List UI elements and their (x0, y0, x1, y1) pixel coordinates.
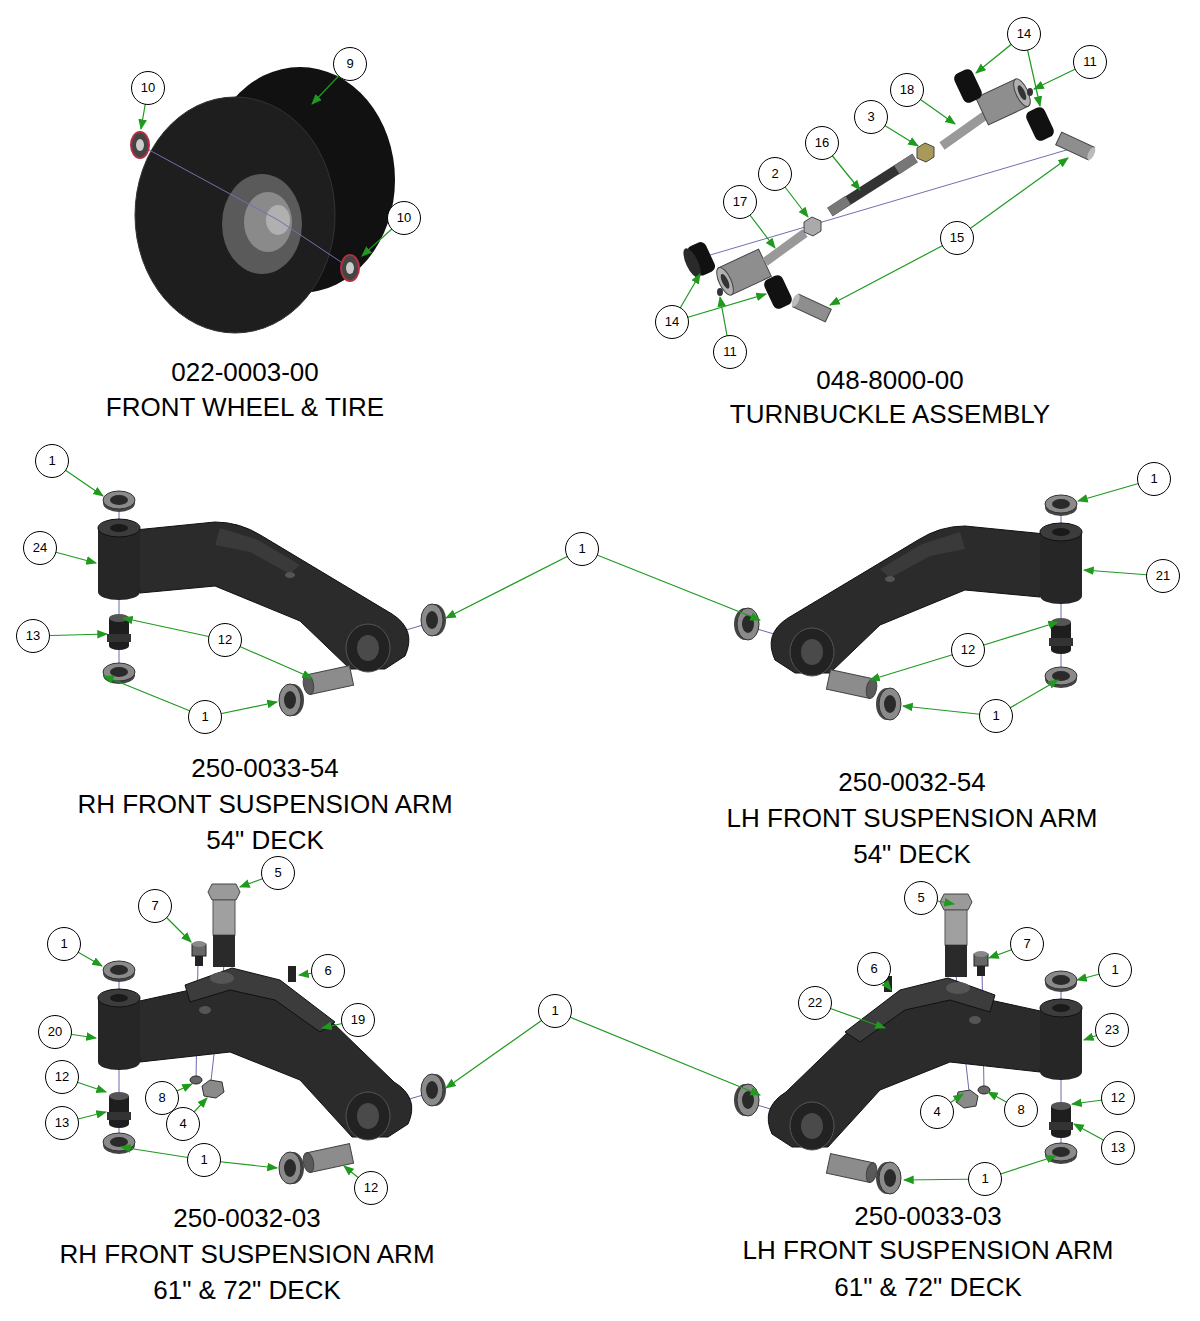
callout-number: 1 (979, 699, 1013, 733)
callout-number: 15 (940, 221, 974, 255)
callout-number: 22 (798, 986, 832, 1020)
callout-number: 1 (187, 1143, 221, 1177)
callout-number: 20 (38, 1015, 72, 1049)
callout-number: 3 (854, 100, 888, 134)
callout-number: 24 (23, 531, 57, 565)
arm-illustration (98, 491, 1082, 1194)
part-title: 250-0032-03 (171, 1203, 322, 1233)
callout-number: 14 (1007, 17, 1041, 51)
callout-number: 16 (805, 126, 839, 160)
part-title: 61" & 72" DECK (832, 1272, 1024, 1302)
callout-number: 5 (904, 881, 938, 915)
callout-number: 6 (857, 952, 891, 986)
callout-number: 13 (1101, 1131, 1135, 1165)
part-title: 048-8000-00 (814, 365, 965, 395)
callout-number: 11 (713, 335, 747, 369)
callout-number: 1 (538, 994, 572, 1028)
callout-number: 5 (261, 856, 295, 890)
callout-number: 1 (188, 700, 222, 734)
callout-number: 10 (131, 71, 165, 105)
callout-number: 13 (45, 1106, 79, 1140)
callout-number: 12 (208, 623, 242, 657)
part-title: 250-0033-54 (189, 753, 340, 783)
callout-number: 1 (1098, 953, 1132, 987)
callout-number: 12 (354, 1171, 388, 1205)
callout-number: 8 (1004, 1093, 1038, 1127)
callout-number: 6 (311, 954, 345, 988)
callout-number: 1 (1137, 462, 1171, 496)
callout-number: 4 (920, 1095, 954, 1129)
part-title: 54" DECK (851, 839, 973, 869)
part-title: 022-0003-00 (169, 357, 320, 387)
part-title: LH FRONT SUSPENSION ARM (725, 803, 1100, 833)
part-title: 61" & 72" DECK (151, 1275, 343, 1305)
callout-number: 7 (1010, 927, 1044, 961)
turnbuckle-illustration (680, 67, 1097, 322)
part-title: 54" DECK (204, 825, 326, 855)
callout-number: 21 (1146, 559, 1180, 593)
callout-number: 7 (138, 889, 172, 923)
callout-number: 4 (166, 1107, 200, 1141)
part-title: RH FRONT SUSPENSION ARM (75, 789, 454, 819)
callout-number: 1 (968, 1162, 1002, 1196)
callout-number: 9 (333, 47, 367, 81)
part-title: 250-0032-54 (836, 767, 987, 797)
callout-number: 1 (47, 927, 81, 961)
callout-number: 1 (565, 532, 599, 566)
callout-number: 1 (35, 444, 69, 478)
leader-lines (33, 34, 1163, 1188)
callout-number: 12 (1101, 1081, 1135, 1115)
callout-number: 14 (655, 305, 689, 339)
part-title: FRONT WHEEL & TIRE (104, 392, 386, 422)
callout-number: 10 (387, 201, 421, 235)
callout-number: 13 (16, 619, 50, 653)
part-title: TURNBUCKLE ASSEMBLY (728, 399, 1052, 429)
wheel-illustration (131, 67, 395, 333)
callout-number: 23 (1095, 1013, 1129, 1047)
callout-number: 2 (758, 157, 792, 191)
callout-number: 12 (45, 1060, 79, 1094)
part-title: 250-0033-03 (852, 1201, 1003, 1231)
callout-number: 11 (1073, 45, 1107, 79)
callout-number: 12 (951, 633, 985, 667)
callout-number: 19 (341, 1003, 375, 1037)
part-title: RH FRONT SUSPENSION ARM (57, 1239, 436, 1269)
part-title: LH FRONT SUSPENSION ARM (741, 1235, 1116, 1265)
callout-number: 17 (723, 185, 757, 219)
callout-number: 18 (890, 73, 924, 107)
